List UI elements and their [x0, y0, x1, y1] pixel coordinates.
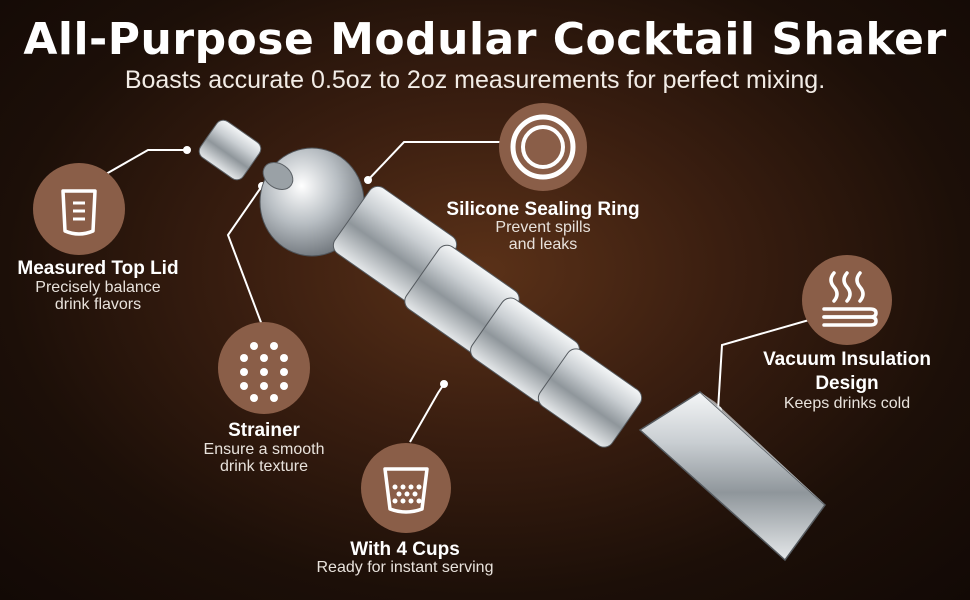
- measuring-cup-icon: [61, 189, 97, 236]
- strainer-icon-circle: [218, 322, 310, 414]
- silicone-ring-desc-2: and leaks: [508, 236, 578, 253]
- measured-top-lid-desc-2: drink flavors: [54, 296, 142, 313]
- silicone-ring-icon-circle: [499, 103, 587, 191]
- four-cups-desc-1: Ready for instant serving: [316, 559, 494, 576]
- vacuum-insulation-title-1: Vacuum Insulation: [763, 349, 931, 370]
- four-cups-title: With 4 Cups: [350, 539, 460, 560]
- strainer-dots-icon: [240, 342, 288, 402]
- measured-top-lid-icon-circle: [33, 163, 125, 255]
- page-subtitle: Boasts accurate 0.5oz to 2oz measurement…: [124, 66, 826, 94]
- heat-waves-icon: [822, 271, 878, 327]
- sealing-ring-icon: [510, 114, 576, 180]
- shaker-body: [638, 391, 827, 562]
- measured-top-lid-title: Measured Top Lid: [17, 258, 179, 279]
- strainer-desc-1: Ensure a smooth: [203, 441, 325, 458]
- silicone-ring-desc-1: Prevent spills: [495, 219, 591, 236]
- vacuum-insulation-icon-circle: [802, 255, 892, 345]
- page-title: All-Purpose Modular Cocktail Shaker: [23, 14, 947, 65]
- silicone-ring-title: Silicone Sealing Ring: [446, 199, 640, 220]
- measured-top-lid-desc-1: Precisely balance: [35, 279, 161, 296]
- vacuum-insulation-desc-1: Keeps drinks cold: [783, 395, 911, 412]
- vacuum-insulation-title-2: Design: [815, 373, 879, 394]
- strainer-title: Strainer: [228, 420, 300, 441]
- shaker-strainer: [259, 147, 365, 257]
- shaker-cups: [332, 185, 643, 448]
- shaker-cap: [198, 119, 262, 181]
- four-cups-icon-circle: [361, 443, 451, 533]
- cup-icon: [383, 467, 429, 514]
- strainer-desc-2: drink texture: [219, 458, 309, 475]
